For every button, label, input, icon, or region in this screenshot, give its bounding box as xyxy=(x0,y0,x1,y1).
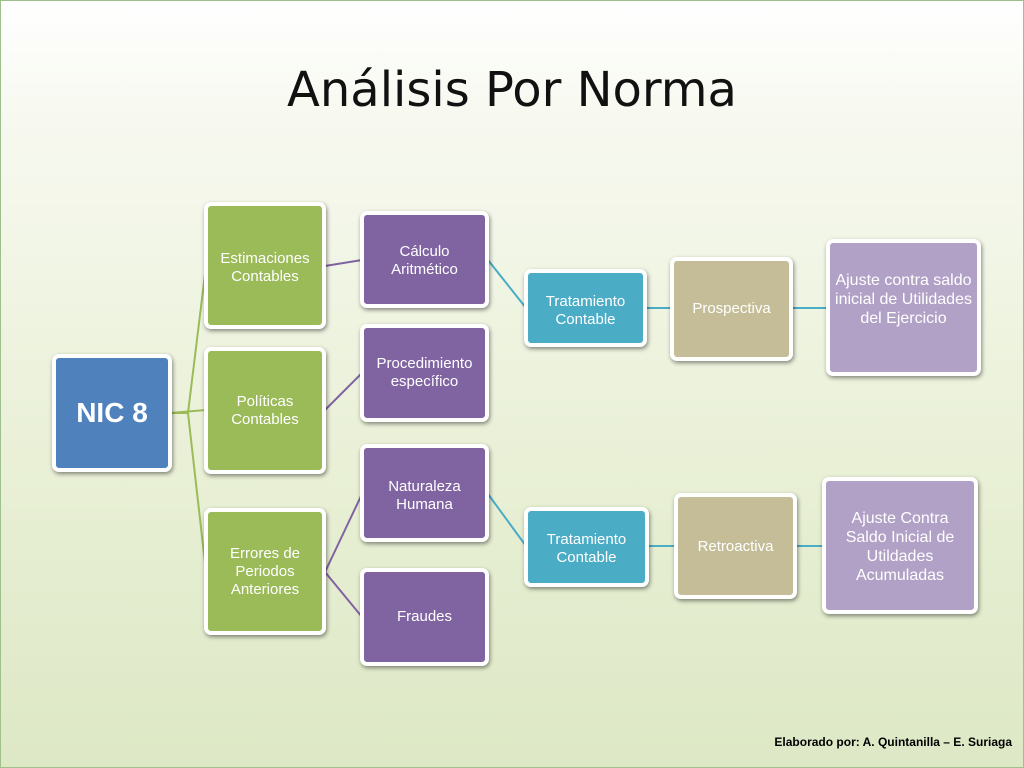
page-title: Análisis Por Norma xyxy=(287,62,737,118)
connector-estimaciones-calculo xyxy=(324,259,363,267)
connector-errores-fraudes xyxy=(324,571,363,618)
node-tratamiento1-label: Tratamiento Contable xyxy=(545,293,626,328)
node-estimaciones-contables: Estimaciones Contables xyxy=(204,202,326,329)
node-nic8: NIC 8 xyxy=(52,354,172,472)
node-retroactiva: Retroactiva xyxy=(674,493,797,599)
node-errores-periodos: Errores de Periodos Anteriores xyxy=(204,508,326,635)
node-ajuste-utilidades-acumuladas: Ajuste Contra Saldo Inicial de Utildades… xyxy=(822,477,978,614)
node-retroactiva-label: Retroactiva xyxy=(697,538,774,555)
node-errores-label: Errores de Periodos Anteriores xyxy=(229,544,301,598)
node-naturaleza-humana: Naturaleza Humana xyxy=(360,444,489,542)
connector-calculo-tratamiento1 xyxy=(487,259,527,309)
node-tratamiento-contable-1: Tratamiento Contable xyxy=(524,269,647,347)
node-procedimiento-label: Procedimiento específico xyxy=(376,355,473,390)
node-estimaciones-label: Estimaciones Contables xyxy=(220,250,310,285)
node-calculo-label: Cálculo Aritmético xyxy=(391,243,458,278)
connector-politicas-procedimiento xyxy=(324,372,363,411)
connector-root-errores xyxy=(170,412,207,573)
connector-errores-naturaleza xyxy=(324,493,363,573)
node-prospectiva: Prospectiva xyxy=(670,257,793,361)
node-calculo-aritmetico: Cálculo Aritmético xyxy=(360,211,489,308)
node-tratamiento-contable-2: Tratamiento Contable xyxy=(524,507,649,587)
node-prospectiva-label: Prospectiva xyxy=(692,300,771,317)
node-fraudes: Fraudes xyxy=(360,568,489,666)
node-politicas-contables: Políticas Contables xyxy=(204,347,326,474)
node-naturaleza-label: Naturaleza Humana xyxy=(388,478,461,513)
node-nic8-label: NIC 8 xyxy=(76,397,148,428)
connector-root-estimaciones xyxy=(170,265,207,414)
node-ajuste2-label: Ajuste Contra Saldo Inicial de Utildades… xyxy=(845,510,955,584)
footer-credit: Elaborado por: A. Quintanilla – E. Suria… xyxy=(774,735,1012,749)
connector-naturaleza-tratamiento2 xyxy=(487,493,527,547)
node-ajuste1-label: Ajuste contra saldo inicial de Utilidade… xyxy=(835,272,972,327)
node-procedimiento-especifico: Procedimiento específico xyxy=(360,324,489,422)
node-ajuste-utilidades-ejercicio: Ajuste contra saldo inicial de Utilidade… xyxy=(826,239,981,376)
node-tratamiento2-label: Tratamiento Contable xyxy=(546,531,627,566)
node-fraudes-label: Fraudes xyxy=(396,608,453,625)
node-politicas-label: Políticas Contables xyxy=(231,392,299,428)
